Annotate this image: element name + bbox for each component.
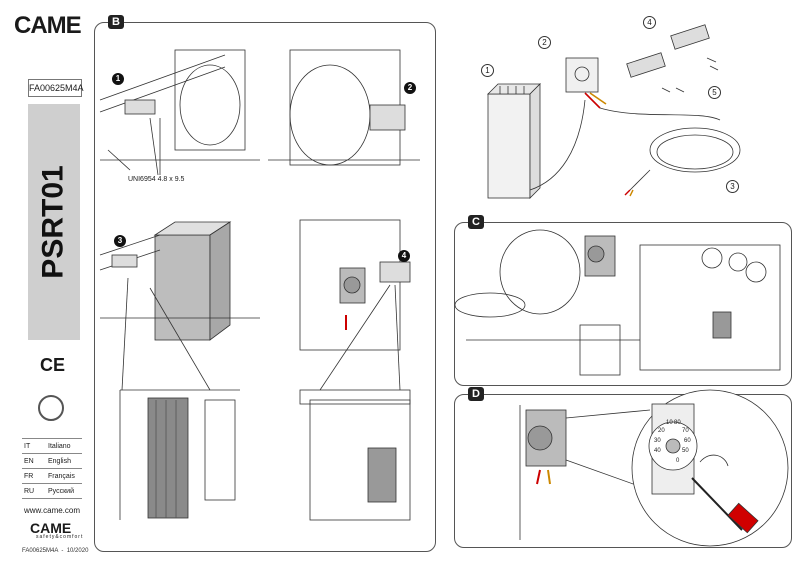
section-b-tag: B xyxy=(108,15,124,29)
document-code: FA00625M4A xyxy=(28,79,84,97)
dial-number: 40 xyxy=(654,448,661,454)
dial-number: 70 xyxy=(682,428,689,434)
part-callout-3: 3 xyxy=(726,180,739,193)
language-row[interactable]: EN English xyxy=(22,453,82,468)
dial-number: 30 xyxy=(654,438,661,444)
section-d-panel xyxy=(454,394,792,548)
recycle-icon xyxy=(38,395,64,421)
dial-number: 50 xyxy=(682,448,689,454)
footer-code: FA00625M4A xyxy=(22,548,59,554)
dial-scale: 10 20 30 40 50 60 70 80 0 xyxy=(652,420,698,472)
footer-date: 10/2020 xyxy=(66,548,89,554)
language-name: Français xyxy=(48,472,75,480)
section-c-tag: C xyxy=(468,215,484,229)
drawing-c xyxy=(454,229,781,376)
section-b-panel xyxy=(94,22,436,552)
dial-number: 80 xyxy=(674,420,681,426)
language-code: IT xyxy=(24,442,31,450)
website-link[interactable]: www.came.com xyxy=(24,506,81,515)
dial-number: 10 xyxy=(666,420,673,426)
part-callout-1: 1 xyxy=(481,64,494,77)
parts-diagram xyxy=(487,24,741,199)
step-4-badge: 4 xyxy=(398,250,410,262)
drawing-d xyxy=(519,389,789,547)
drawing-b4 xyxy=(299,219,411,351)
detail-zoom-b3 xyxy=(119,389,240,520)
brand-tagline: safety&comfort xyxy=(36,534,84,540)
section-c-panel xyxy=(454,222,792,386)
part-callout-4: 4 xyxy=(643,16,656,29)
step-3-badge: 3 xyxy=(114,235,126,247)
language-row[interactable]: IT Italiano xyxy=(22,438,82,453)
language-name: Italiano xyxy=(48,442,71,450)
screw-spec-label: UNI6954 4.8 x 9.5 xyxy=(128,176,185,183)
dial-number: 60 xyxy=(684,438,691,444)
brand-logo: CAME xyxy=(14,12,82,39)
dial-number: 0 xyxy=(676,458,680,464)
detail-zoom-b4 xyxy=(299,389,411,521)
footer-meta: FA00625M4A - 10/2020 xyxy=(22,548,88,554)
dial-number: 20 xyxy=(658,428,665,434)
product-band xyxy=(28,104,80,340)
part-callout-5: 5 xyxy=(708,86,721,99)
drawing-b1 xyxy=(99,49,260,176)
language-code: RU xyxy=(24,487,35,495)
language-code: FR xyxy=(24,472,34,480)
language-code: EN xyxy=(24,457,34,465)
section-d-tag: D xyxy=(468,387,484,401)
step-2-badge: 2 xyxy=(404,82,416,94)
language-row[interactable]: FR Français xyxy=(22,468,82,483)
language-name: Русский xyxy=(48,487,74,495)
language-row[interactable]: RU Русский xyxy=(22,483,82,499)
ce-mark: CE xyxy=(40,355,66,375)
part-callout-2: 2 xyxy=(538,36,551,49)
footer-separator: - xyxy=(61,548,64,554)
language-list: IT Italiano EN English FR Français RU Русски… xyxy=(22,438,82,499)
brand-logo-bottom: CAME xyxy=(30,520,72,536)
drawing-b3 xyxy=(99,221,260,341)
drawing-b2 xyxy=(268,49,420,166)
language-name: English xyxy=(48,457,71,465)
step-1-badge: 1 xyxy=(112,73,124,85)
